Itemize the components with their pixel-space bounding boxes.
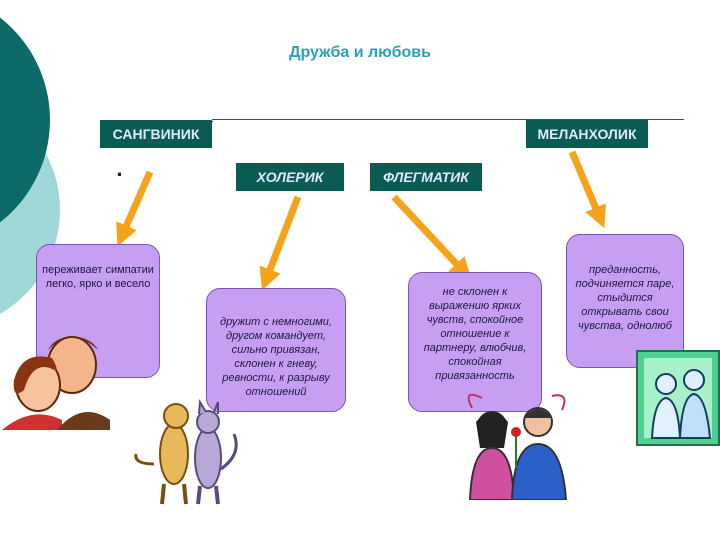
arrow-sanguine [116, 170, 154, 247]
card-melancholic: преданность, подчиняется паре, стыдится … [566, 234, 684, 368]
header-sanguine: САНГВИНИК [100, 120, 212, 148]
card-sanguine-text: переживает симпатии легко, ярко и весело [42, 264, 154, 290]
header-choleric: ХОЛЕРИК [236, 163, 344, 191]
arrow-phlegmatic [391, 194, 472, 281]
connector-line [212, 119, 684, 120]
arrow-choleric [259, 195, 302, 291]
card-phlegmatic-text: не склонен к выражению ярких чувств, спо… [423, 286, 527, 382]
header-melancholic: МЕЛАНХОЛИК [526, 120, 648, 148]
couple-window-clipart [636, 350, 720, 446]
bullet-marker: . [116, 160, 123, 181]
card-phlegmatic: не склонен к выражению ярких чувств, спо… [408, 272, 542, 412]
page-title: Дружба и любовь [289, 44, 431, 61]
card-melancholic-text: преданность, подчиняется паре, стыдится … [575, 264, 675, 332]
couple-clipart [2, 336, 110, 430]
card-choleric-text: дружит с немногими, другом командует, си… [220, 316, 332, 398]
header-phlegmatic: ФЛЕГМАТИК [370, 163, 482, 191]
romantic-couple-clipart [467, 393, 568, 500]
connector-tick [212, 121, 213, 122]
arrow-melancholic [568, 150, 606, 229]
card-choleric: дружит с немногими, другом командует, си… [206, 288, 346, 412]
cat-dog-clipart [134, 398, 238, 505]
